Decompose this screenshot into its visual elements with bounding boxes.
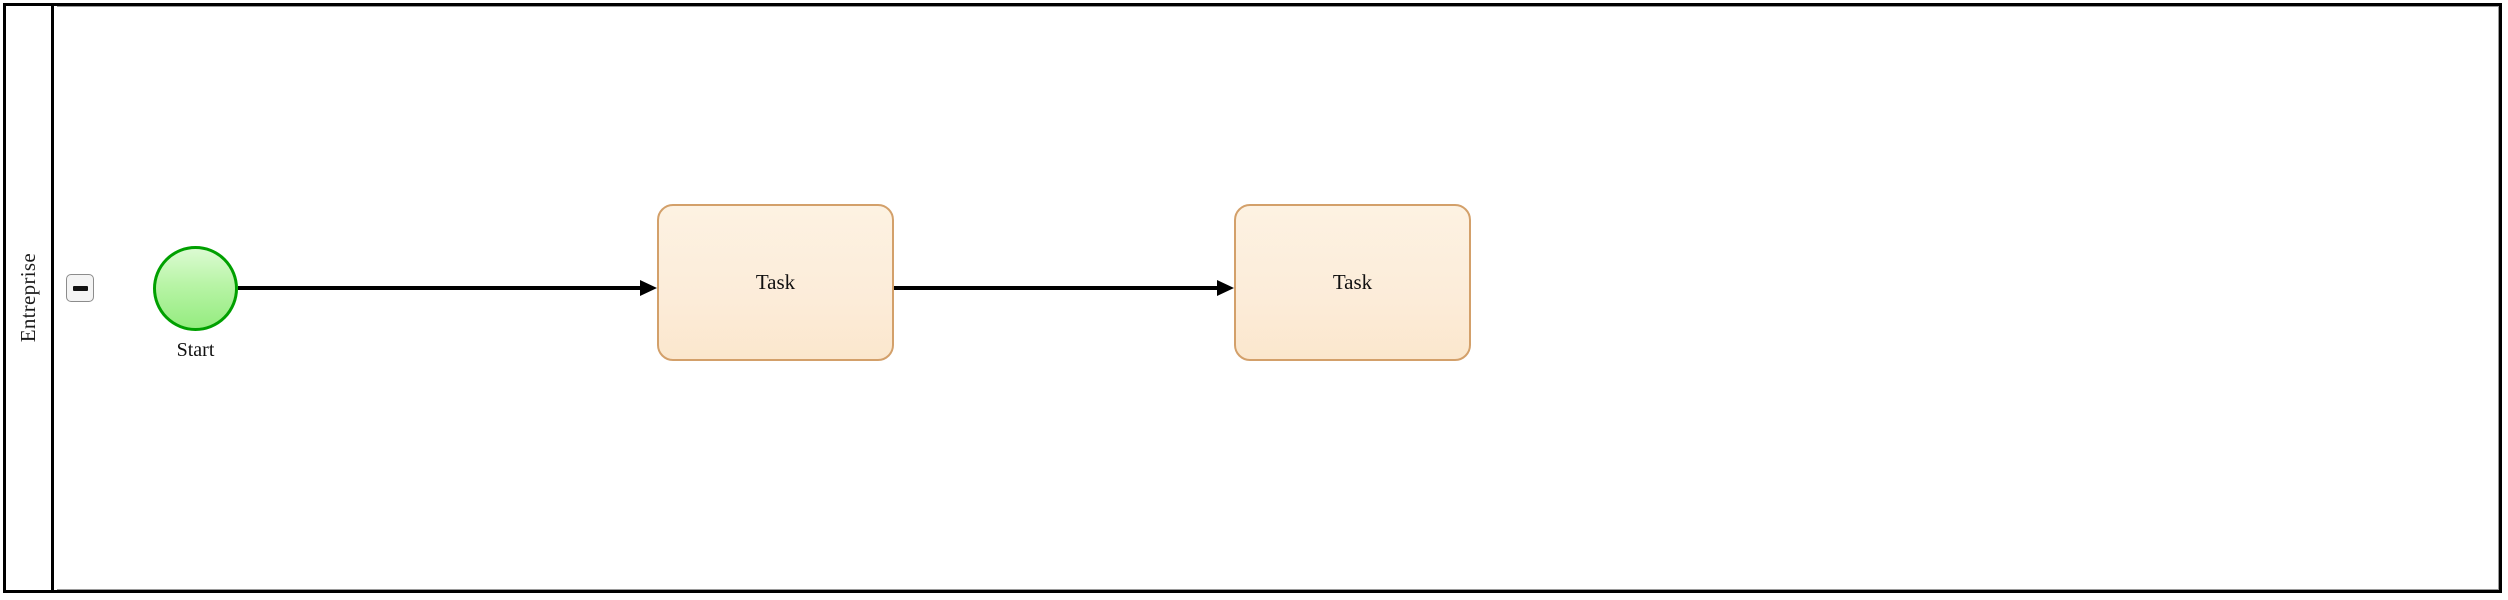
lane-collapse-button[interactable] xyxy=(66,274,94,302)
pool-entreprise: Entreprise Start Task Task xyxy=(3,3,2502,593)
sequence-flow-start-to-task-1[interactable] xyxy=(238,280,657,296)
lane-header[interactable]: Entreprise xyxy=(6,6,54,590)
task-node-1[interactable]: Task xyxy=(657,204,894,361)
arrowhead-icon xyxy=(640,280,657,296)
start-event-node[interactable] xyxy=(153,246,238,331)
lane-header-label: Entreprise xyxy=(16,253,40,343)
flow-line xyxy=(894,286,1218,290)
minus-icon xyxy=(72,285,88,291)
task-node-2-label: Task xyxy=(1332,270,1373,294)
task-node-1-label: Task xyxy=(755,270,796,294)
task-node-2[interactable]: Task xyxy=(1234,204,1471,361)
sequence-flow-task-1-to-task-2[interactable] xyxy=(894,280,1234,296)
arrowhead-icon xyxy=(1217,280,1234,296)
start-event-label: Start xyxy=(176,339,215,361)
flow-line xyxy=(238,286,641,290)
